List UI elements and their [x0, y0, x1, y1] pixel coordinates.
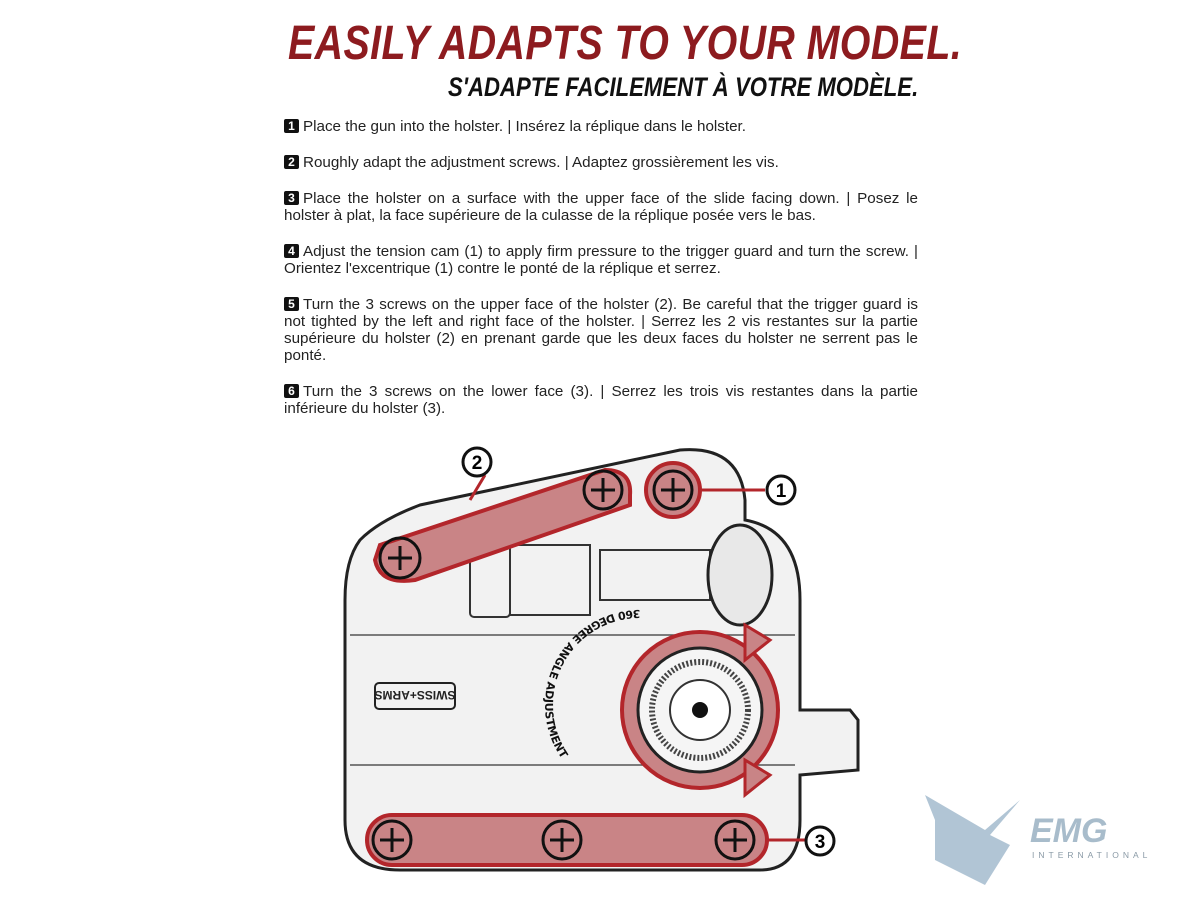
page-subtitle: S'ADAPTE FACILEMENT À VOTRE MODÈLE.	[448, 72, 919, 102]
emg-logo-mark	[925, 795, 1020, 885]
svg-text:2: 2	[472, 453, 483, 474]
step-text: Place the gun into the holster. | Insére…	[303, 118, 746, 135]
brand-stamp-box	[374, 682, 456, 710]
step-number-badge: 5	[284, 297, 299, 311]
emg-logo: EMG INTERNATIONAL	[925, 795, 1151, 885]
step-text: Turn the 3 screws on the upper face of t…	[284, 296, 918, 364]
step-text: Turn the 3 screws on the lower face (3).…	[284, 383, 918, 417]
step-2: 2 Roughly adapt the adjustment screws. | …	[284, 154, 918, 171]
step-number-badge: 2	[284, 155, 299, 169]
arrow-head-icon	[743, 622, 773, 664]
step-number-badge: 4	[284, 244, 299, 258]
step-number-badge: 1	[284, 119, 299, 133]
instruction-steps: 1 Place the gun into the holster. | Insér…	[284, 118, 918, 436]
callout-3: 3	[804, 825, 836, 857]
brand-stamp: SWISS+ARMS	[374, 688, 455, 702]
dial-knurl	[649, 659, 751, 761]
emg-logo-tagline: INTERNATIONAL	[1032, 850, 1151, 860]
screw-icons	[378, 461, 702, 580]
step-1: 1 Place the gun into the holster. | Insér…	[284, 118, 918, 135]
step-text: Place the holster on a surface with the …	[284, 190, 918, 224]
svg-text:3: 3	[815, 832, 826, 853]
callout-2: 2	[461, 446, 493, 478]
emg-logo-name: EMG	[1030, 812, 1107, 850]
step-number-badge: 6	[284, 384, 299, 398]
step-text: Roughly adapt the adjustment screws. | A…	[303, 154, 779, 171]
upper-screws-highlight	[372, 467, 633, 583]
tension-cam	[706, 523, 774, 627]
step-text: Adjust the tension cam (1) to apply firm…	[284, 243, 918, 277]
svg-text:1: 1	[776, 481, 787, 502]
arrow-head-icon	[743, 757, 773, 799]
dial-hole	[692, 702, 708, 718]
holster-window	[509, 544, 591, 616]
step-number-badge: 3	[284, 191, 299, 205]
callout-1: 1	[765, 474, 797, 506]
